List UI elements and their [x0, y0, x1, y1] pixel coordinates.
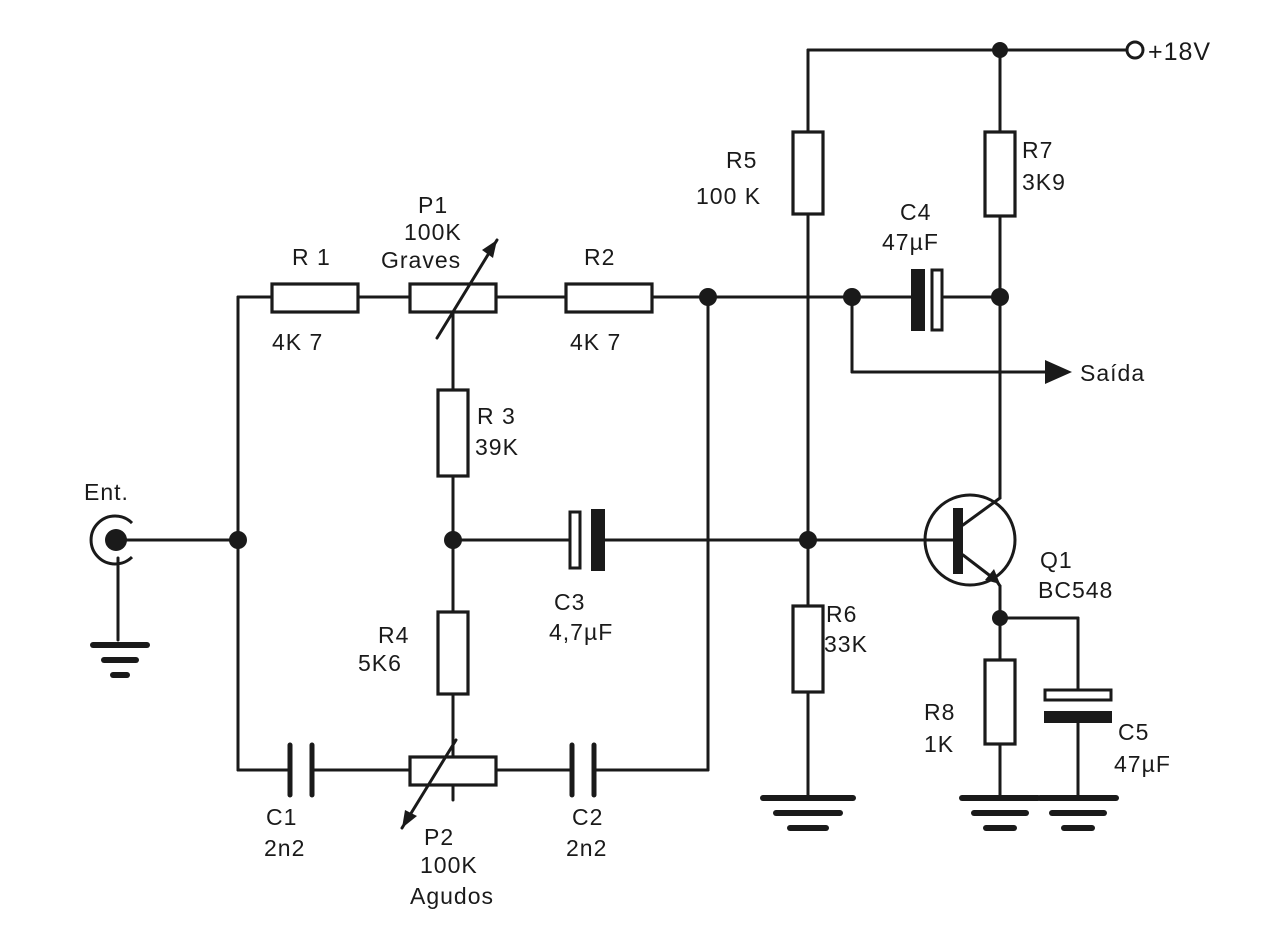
- transistor-q1: [923, 493, 1017, 588]
- q1-name: Q1: [1040, 547, 1073, 573]
- capacitor-c4: [911, 268, 944, 332]
- c4-name: C4: [900, 199, 931, 225]
- c4-value: 47µF: [882, 229, 939, 255]
- p2-function: Agudos: [410, 883, 494, 909]
- c1-name: C1: [266, 804, 297, 830]
- input-label: Ent.: [84, 479, 129, 505]
- r8-value: 1K: [924, 731, 954, 757]
- r5-value: 100 K: [696, 183, 761, 209]
- c1-value: 2n2: [264, 835, 305, 861]
- potentiometer-p1: [408, 238, 499, 340]
- supply-terminal: [1125, 40, 1145, 60]
- capacitor-c1: [287, 742, 315, 798]
- input-jack: [89, 514, 134, 566]
- resistor-r4: [436, 610, 470, 696]
- p1-value: 100K: [404, 219, 462, 245]
- resistor-r3: [436, 388, 470, 478]
- r1-name: R 1: [292, 244, 331, 270]
- wires: [116, 48, 1130, 802]
- resistor-r7: [983, 130, 1017, 218]
- c3-value: 4,7µF: [549, 619, 613, 645]
- c5-name: C5: [1118, 719, 1149, 745]
- supply-label: +18V: [1148, 38, 1211, 66]
- potentiometer-p2: [400, 738, 498, 830]
- c2-value: 2n2: [566, 835, 607, 861]
- r6-value: 33K: [824, 631, 868, 657]
- resistor-r1: [270, 282, 360, 314]
- r3-name: R 3: [477, 403, 516, 429]
- r3-value: 39K: [475, 434, 519, 460]
- junctions: [229, 42, 1009, 626]
- resistor-r5: [791, 130, 825, 216]
- r2-name: R2: [584, 244, 615, 270]
- capacitor-c2: [569, 742, 597, 798]
- c5-value: 47µF: [1114, 751, 1171, 777]
- p2-name: P2: [424, 824, 454, 850]
- r6-name: R6: [826, 601, 857, 627]
- resistor-r6: [791, 604, 825, 694]
- resistors: [270, 130, 1017, 746]
- resistor-r8: [983, 658, 1017, 746]
- r2-value: 4K 7: [570, 329, 621, 355]
- r7-name: R7: [1022, 137, 1053, 163]
- labels: +18V Ent. Saída R 1 4K 7 P1 100K Graves …: [84, 38, 1211, 909]
- ground-symbol-r6: [760, 795, 856, 831]
- r4-name: R4: [378, 622, 409, 648]
- capacitor-c5: [1043, 688, 1113, 723]
- p1-function: Graves: [381, 247, 461, 273]
- r1-value: 4K 7: [272, 329, 323, 355]
- ground-symbol-r8: [959, 795, 1041, 831]
- ground-symbol-input: [90, 642, 150, 678]
- r5-name: R5: [726, 147, 757, 173]
- resistor-r2: [564, 282, 654, 314]
- c3-name: C3: [554, 589, 585, 615]
- ground-symbol-c5: [1037, 795, 1119, 831]
- c2-name: C2: [572, 804, 603, 830]
- r7-value: 3K9: [1022, 169, 1066, 195]
- q1-value: BC548: [1038, 577, 1113, 603]
- output-label: Saída: [1080, 360, 1145, 386]
- p2-value: 100K: [420, 852, 478, 878]
- r8-name: R8: [924, 699, 955, 725]
- p1-name: P1: [418, 192, 448, 218]
- capacitor-c3: [568, 509, 605, 571]
- r4-value: 5K6: [358, 650, 402, 676]
